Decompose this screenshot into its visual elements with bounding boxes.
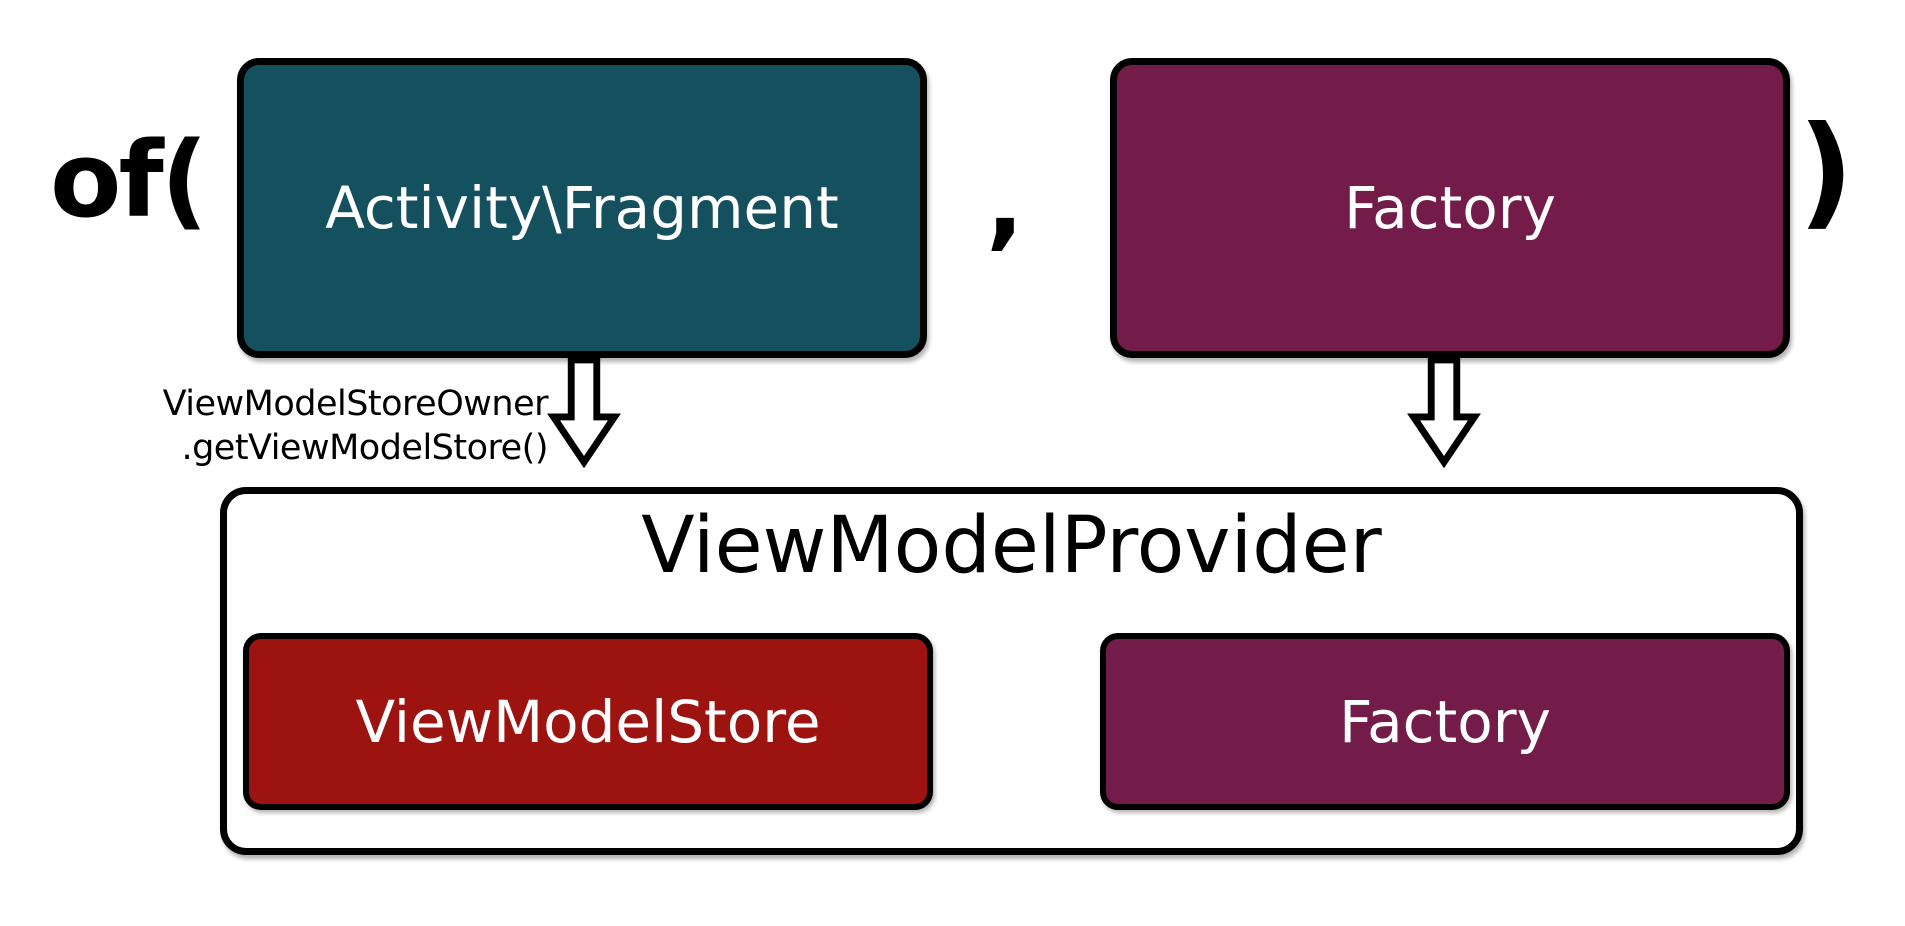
- activity-fragment-label: Activity\Fragment: [325, 174, 839, 242]
- of-call-text: of(: [50, 119, 208, 241]
- viewmodelprovider-title: ViewModelProvider: [641, 501, 1382, 591]
- viewmodelstore-box: ViewModelStore: [243, 633, 933, 810]
- factory-member-box: Factory: [1100, 633, 1790, 810]
- viewmodelstore-label: ViewModelStore: [355, 687, 821, 756]
- viewmodelstoreowner-annotation: ViewModelStoreOwner .getViewModelStore(): [58, 382, 549, 470]
- factory-argument-box: Factory: [1110, 58, 1790, 358]
- down-arrow-icon: [547, 356, 621, 469]
- comma-separator-text: ,: [986, 144, 1024, 261]
- activity-fragment-box: Activity\Fragment: [237, 58, 927, 358]
- down-arrow-icon: [1407, 356, 1481, 469]
- factory-argument-label: Factory: [1344, 174, 1556, 242]
- factory-member-label: Factory: [1339, 687, 1551, 756]
- annotation-line-1: ViewModelStoreOwner: [162, 384, 549, 424]
- closing-paren-text: ): [1798, 100, 1854, 242]
- viewmodelprovider-box: ViewModelProvider ViewModelStore Factory: [220, 487, 1803, 855]
- annotation-line-2: .getViewModelStore(): [181, 428, 548, 468]
